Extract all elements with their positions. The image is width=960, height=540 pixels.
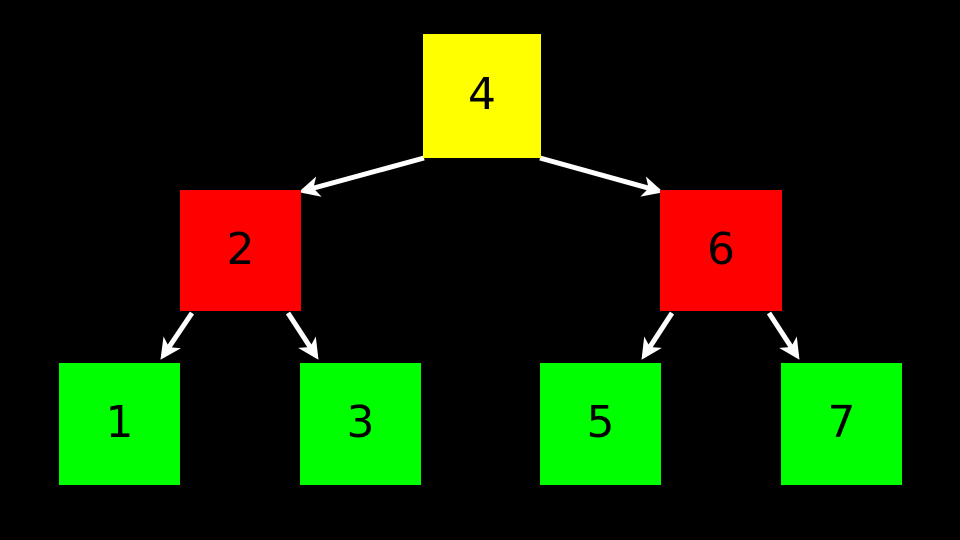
tree-node-1[interactable]: 1 <box>59 363 180 485</box>
tree-edge-n2-to-n3 <box>285 311 319 360</box>
tree-edge-n2-to-n1 <box>160 311 195 360</box>
tree-node-4[interactable]: 4 <box>423 34 541 158</box>
tree-edge-n4-to-n6 <box>539 155 664 197</box>
tree-node-label: 1 <box>105 397 134 448</box>
tree-node-label: 4 <box>468 69 496 120</box>
tree-node-6[interactable]: 6 <box>660 190 782 311</box>
tree-node-label: 5 <box>586 397 615 448</box>
tree-node-2[interactable]: 2 <box>180 190 301 311</box>
tree-node-label: 3 <box>346 397 375 448</box>
tree-edge-n6-to-n7 <box>766 311 800 360</box>
tree-node-label: 7 <box>827 397 856 448</box>
tree-edge-n4-to-n2 <box>298 155 425 197</box>
tree-node-3[interactable]: 3 <box>300 363 421 485</box>
tree-node-label: 2 <box>226 223 255 275</box>
tree-node-5[interactable]: 5 <box>540 363 661 485</box>
tree-edge-n6-to-n5 <box>641 311 675 360</box>
tree-node-label: 6 <box>707 223 735 275</box>
tree-node-7[interactable]: 7 <box>781 363 902 485</box>
